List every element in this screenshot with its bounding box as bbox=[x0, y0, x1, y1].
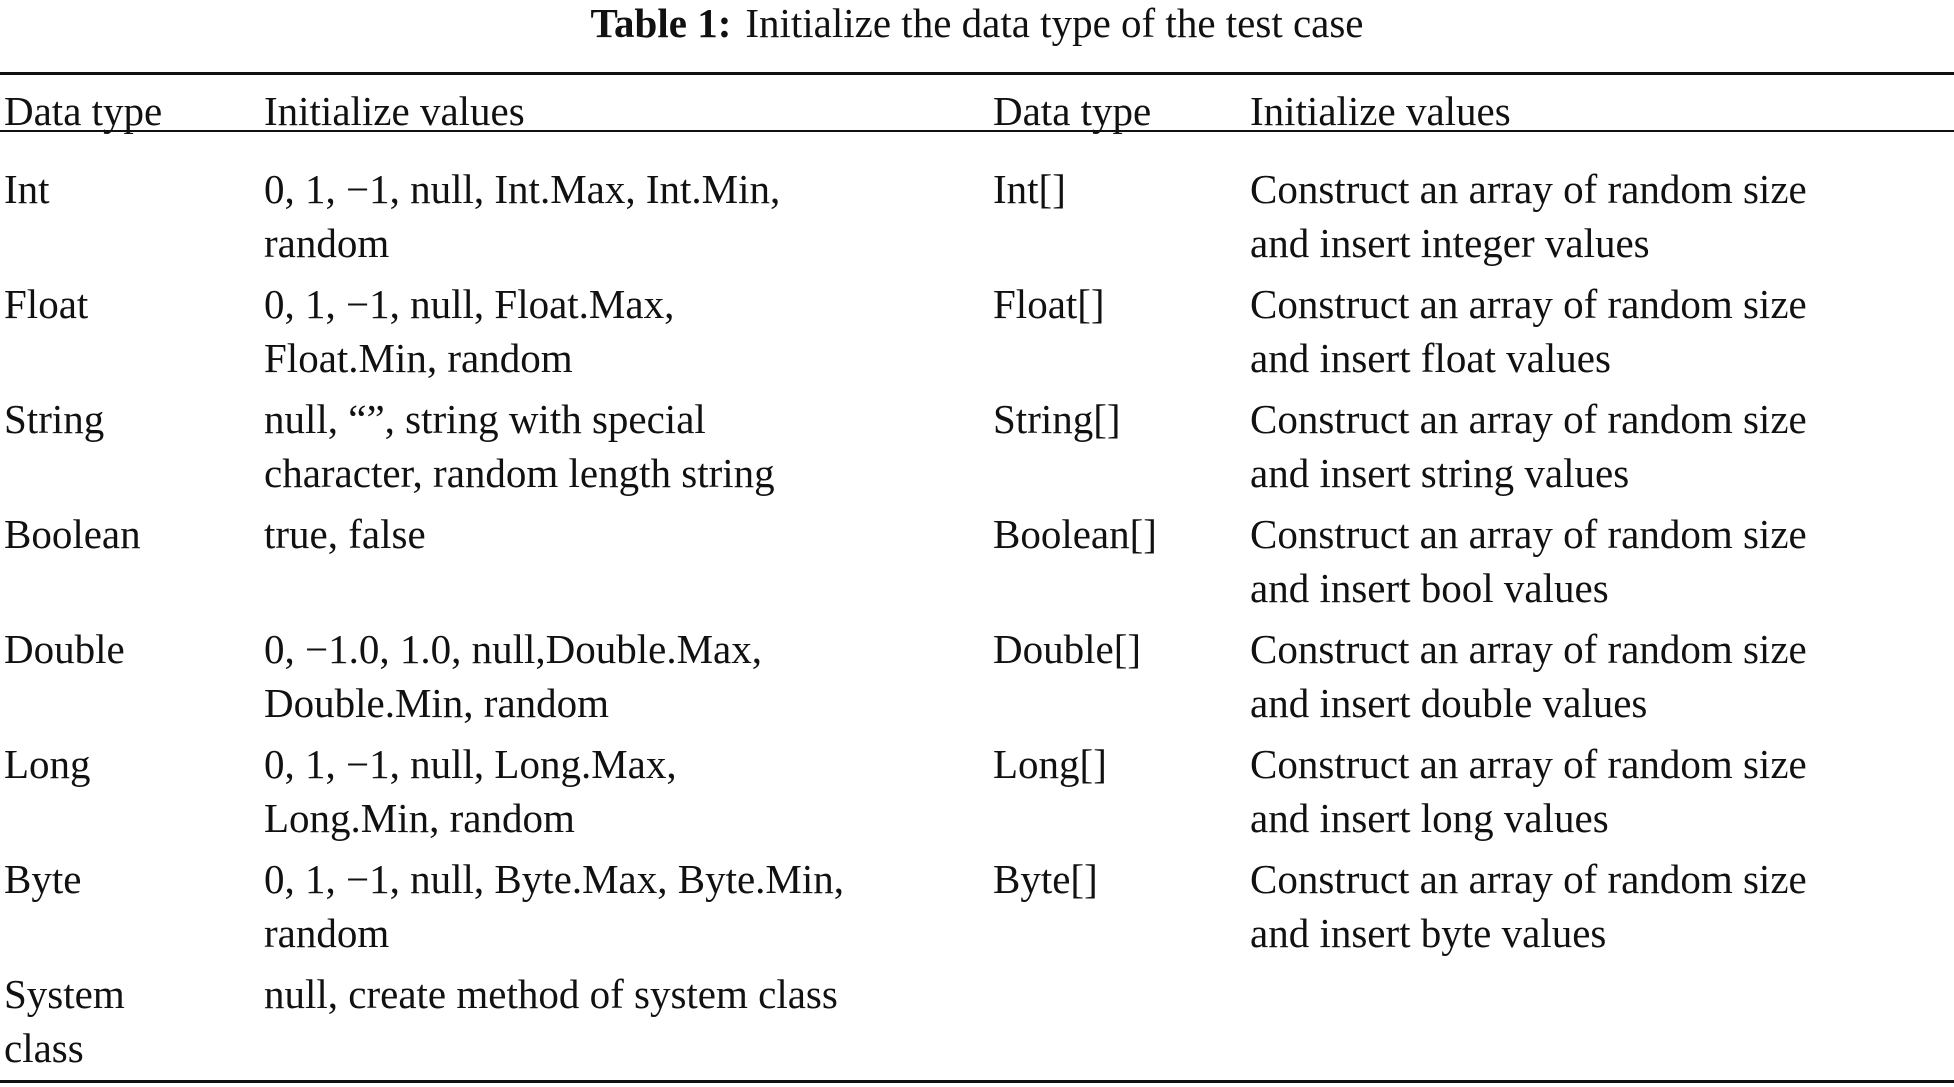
table-row: Float 0, 1, −1, null, Float.Max, Float.M… bbox=[0, 277, 1954, 392]
cell-data-type: Boolean bbox=[4, 511, 141, 557]
top-rule bbox=[0, 72, 1954, 75]
cell-initialize-values: null, “”, string with special character,… bbox=[264, 396, 775, 496]
cell-array-initialize-values: Construct an array of random size and in… bbox=[1250, 626, 1807, 726]
caption-text: Initialize the data type of the test cas… bbox=[745, 0, 1364, 46]
header-data-type-left: Data type bbox=[4, 88, 163, 134]
cell-initialize-values: 0, 1, −1, null, Byte.Max, Byte.Min, rand… bbox=[264, 856, 845, 956]
cell-array-initialize-values: Construct an array of random size and in… bbox=[1250, 856, 1807, 956]
table-caption: Table 1: Initialize the data type of the … bbox=[0, 0, 1954, 56]
cell-data-type: Float bbox=[4, 281, 89, 327]
table-row: System class null, create method of syst… bbox=[0, 967, 1954, 1082]
cell-array-data-type: Double[] bbox=[993, 626, 1142, 672]
cell-data-type: String bbox=[4, 396, 105, 442]
cell-data-type: System class bbox=[4, 971, 125, 1071]
cell-array-initialize-values: Construct an array of random size and in… bbox=[1250, 396, 1807, 496]
table-row: String null, “”, string with special cha… bbox=[0, 392, 1954, 507]
cell-data-type: Byte bbox=[4, 856, 82, 902]
bottom-rule bbox=[0, 1080, 1954, 1083]
cell-initialize-values: 0, 1, −1, null, Long.Max, Long.Min, rand… bbox=[264, 741, 677, 841]
table-row: Byte 0, 1, −1, null, Byte.Max, Byte.Min,… bbox=[0, 852, 1954, 967]
cell-array-initialize-values: Construct an array of random size and in… bbox=[1250, 281, 1807, 381]
cell-array-data-type: Boolean[] bbox=[993, 511, 1157, 557]
header-initialize-values-left: Initialize values bbox=[264, 88, 525, 134]
cell-array-data-type: Int[] bbox=[993, 166, 1066, 212]
cell-array-initialize-values: Construct an array of random size and in… bbox=[1250, 511, 1807, 611]
cell-data-type: Double bbox=[4, 626, 125, 672]
cell-array-data-type: Long[] bbox=[993, 741, 1107, 787]
cell-data-type: Long bbox=[4, 741, 91, 787]
cell-initialize-values: true, false bbox=[264, 511, 426, 557]
table-row: Long 0, 1, −1, null, Long.Max, Long.Min,… bbox=[0, 737, 1954, 852]
cell-array-initialize-values: Construct an array of random size and in… bbox=[1250, 741, 1807, 841]
header-rule bbox=[0, 130, 1954, 132]
cell-array-initialize-values: Construct an array of random size and in… bbox=[1250, 166, 1807, 266]
cell-data-type: Int bbox=[4, 166, 50, 212]
cell-initialize-values: null, create method of system class bbox=[264, 971, 838, 1017]
caption-label: Table 1: bbox=[590, 0, 732, 46]
cell-initialize-values: 0, 1, −1, null, Float.Max, Float.Min, ra… bbox=[264, 281, 675, 381]
cell-array-data-type: String[] bbox=[993, 396, 1121, 442]
header-initialize-values-right: Initialize values bbox=[1250, 88, 1511, 134]
cell-initialize-values: 0, 1, −1, null, Int.Max, Int.Min, random bbox=[264, 166, 781, 266]
cell-initialize-values: 0, −1.0, 1.0, null,Double.Max, Double.Mi… bbox=[264, 626, 763, 726]
cell-array-data-type: Byte[] bbox=[993, 856, 1098, 902]
table-row: Double 0, −1.0, 1.0, null,Double.Max, Do… bbox=[0, 622, 1954, 737]
table-row: Int 0, 1, −1, null, Int.Max, Int.Min, ra… bbox=[0, 162, 1954, 277]
table-row: Boolean true, false Boolean[] Construct … bbox=[0, 507, 1954, 622]
cell-array-data-type: Float[] bbox=[993, 281, 1105, 327]
header-data-type-right: Data type bbox=[993, 88, 1152, 134]
table-header-row: Data type Initialize values Data type In… bbox=[0, 84, 1954, 134]
